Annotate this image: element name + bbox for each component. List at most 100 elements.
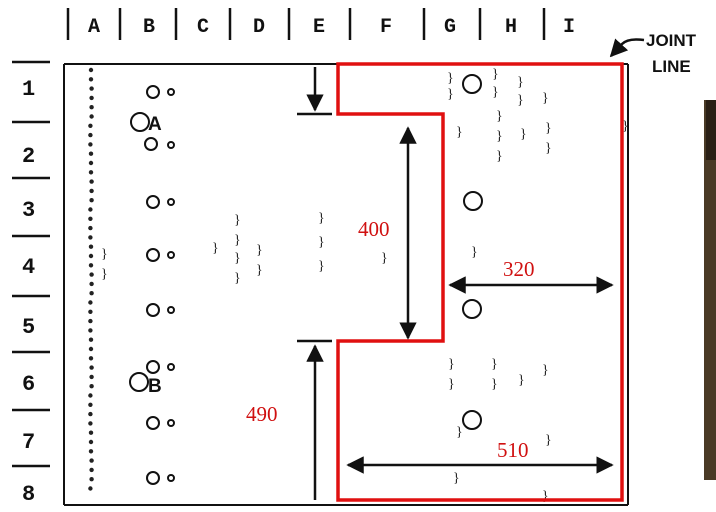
col-header-i: I [563, 16, 575, 39]
col-header-g: G [444, 16, 456, 39]
col-header-e: E [313, 16, 325, 39]
row-label-1: 1 [22, 77, 35, 102]
row-separators [12, 60, 50, 468]
svg-text:}: } [101, 247, 108, 262]
svg-text:}: } [212, 241, 219, 256]
svg-text:}: } [545, 121, 552, 136]
svg-text:}: } [256, 243, 263, 258]
svg-text:}: } [496, 109, 503, 124]
rivet-dot [89, 458, 94, 463]
svg-text:}: } [492, 85, 499, 100]
hole-label-b: B [148, 376, 162, 397]
rivet-dot [89, 86, 94, 91]
large-hole-a-icon [130, 112, 150, 132]
rivet-hole-icon [462, 74, 482, 94]
rivet-dot [88, 225, 93, 231]
rivet-dot [89, 384, 94, 389]
svg-text:}: } [542, 91, 549, 106]
rivet-dot [88, 346, 94, 352]
rivet-dot [88, 402, 93, 407]
svg-text:}: } [491, 377, 498, 392]
joint-label-line2: LINE [652, 57, 691, 76]
row-label-6: 6 [22, 372, 35, 397]
rivet-dot [89, 272, 94, 277]
rivet-dot [88, 439, 94, 445]
svg-text:}: } [256, 263, 263, 278]
dim-label-320: 320 [503, 257, 535, 281]
rivet-hole-icon [146, 303, 160, 317]
rivet-dot [88, 160, 94, 166]
column-b-holes [129, 85, 175, 485]
row-label-4: 4 [22, 255, 35, 280]
rivet-dot [88, 77, 94, 82]
svg-text:}: } [456, 125, 463, 140]
column-a-rivet-dots [88, 67, 94, 491]
svg-text:}: } [517, 75, 524, 90]
rivet-dot [89, 188, 94, 194]
joint-line-label: JOINT LINE [609, 31, 697, 76]
rivet-hole-icon [167, 474, 175, 482]
svg-text:}: } [491, 357, 498, 372]
svg-text:}: } [456, 425, 463, 440]
hole-label-a: A [148, 114, 162, 135]
rivet-dot [88, 142, 93, 147]
rivet-dot [88, 216, 93, 221]
joint-label-line1: JOINT [646, 31, 697, 50]
rivet-hole-icon [167, 251, 175, 259]
col-header-f: F [380, 16, 392, 39]
rivet-dot [88, 449, 94, 454]
dim-label-400: 400 [358, 217, 390, 241]
svg-text:}: } [496, 129, 503, 144]
rivet-dot [88, 393, 93, 398]
column-separators [66, 8, 546, 40]
rivet-hole-icon [144, 137, 158, 151]
svg-text:}: } [318, 211, 325, 226]
row-label-8: 8 [22, 482, 35, 507]
col-header-b: B [143, 16, 155, 39]
rivet-dot [88, 151, 94, 156]
svg-text:}: } [234, 213, 241, 228]
rivet-dot [88, 132, 93, 138]
col-header-h: H [505, 16, 517, 39]
svg-text:}: } [448, 357, 455, 372]
svg-text:}: } [447, 87, 454, 102]
rivet-dot [88, 207, 93, 212]
rivet-hole-icon [146, 416, 160, 430]
large-hole-b-icon [129, 372, 149, 392]
rivet-hole-icon [462, 410, 482, 430]
rivet-hole-icon [167, 306, 175, 314]
rivet-dot [88, 263, 94, 268]
svg-text:}: } [542, 363, 549, 378]
svg-text:}: } [234, 233, 241, 248]
rivet-dot [88, 67, 94, 73]
rivet-dot [88, 486, 93, 491]
rivet-dot [89, 105, 94, 110]
rivet-dot [88, 337, 94, 342]
svg-text:}: } [381, 251, 388, 266]
rivet-hole-icon [146, 471, 160, 485]
row-label-5: 5 [22, 315, 35, 340]
svg-text:}: } [453, 471, 460, 486]
rivet-dot [89, 291, 94, 296]
svg-text:}: } [545, 141, 552, 156]
rivet-dot [89, 365, 94, 370]
dimension-arrows [297, 67, 614, 500]
rivet-dot [88, 235, 93, 240]
rivet-dot [89, 467, 94, 473]
rivet-hole-icon [167, 419, 175, 427]
rivet-hole-icon [167, 141, 175, 149]
svg-text:}: } [318, 259, 325, 274]
svg-text:}: } [517, 93, 524, 108]
svg-text:}: } [471, 245, 478, 260]
col-header-c: C [197, 16, 209, 39]
column-headers: A B C D E F G H I [88, 16, 575, 39]
col-header-a: A [88, 16, 100, 39]
rivet-hole-icon [146, 360, 160, 374]
column-g-holes [462, 74, 483, 430]
col-header-d: D [253, 16, 265, 39]
rivet-dot [89, 477, 94, 482]
rivet-dot [88, 328, 93, 333]
rivet-dot [88, 430, 94, 435]
svg-text:}: } [496, 149, 503, 164]
